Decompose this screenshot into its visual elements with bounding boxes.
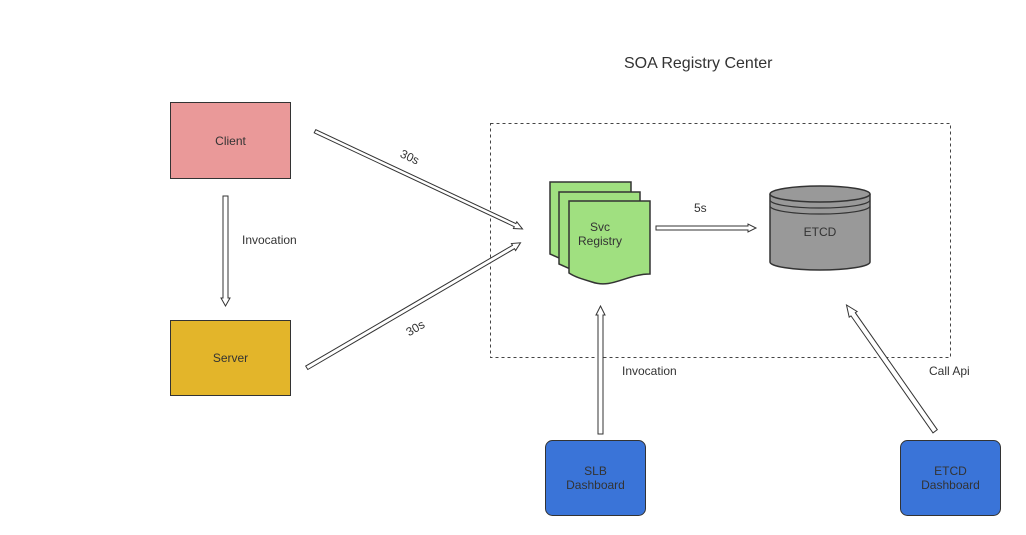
client-label: Client [170,102,291,179]
server-node[interactable] [170,320,291,396]
registry-label-line2: Registry [577,234,622,248]
slb-dashboard-label: SLB Dashboard [545,440,646,516]
arrow-registry-to-etcd [655,223,758,233]
arrow-client-to-server [220,195,231,308]
diagram-title: SOA Registry Center [624,55,773,72]
etcd-label-text: ETCD [803,225,837,239]
registry-label-line1: Svc [589,220,610,234]
edge-label-slb-registry: Invocation [622,364,677,378]
client-node[interactable] [170,102,291,179]
arrow-slb-to-registry [595,304,606,435]
etcd-dashboard-label: ETCD Dashboard [900,440,1001,516]
arrow-server-to-registry [305,242,522,371]
edge-label-etcd-dashboard-etcd: Call Api [929,364,970,378]
arrow-etcd-dashboard-to-etcd [845,303,938,434]
arrow-client-to-registry [313,129,524,230]
slb-dashboard-node[interactable] [545,440,646,516]
registry-label: Svc Registry [560,214,640,254]
registry-center-boundary [490,123,951,358]
slb-dashboard-label-line1: SLB [584,464,607,478]
client-label-text: Client [215,133,246,148]
server-label: Server [170,320,291,396]
slb-dashboard-label-line2: Dashboard [566,478,625,492]
server-label-text: Server [212,351,249,365]
edge-label-registry-etcd: 5s [694,201,707,215]
edge-label-client-server: Invocation [242,233,297,247]
registry-node[interactable] [549,181,651,285]
etcd-label: ETCD [770,222,870,242]
etcd-dashboard-label-line1: ETCD [934,464,967,478]
etcd-dashboard-node[interactable] [900,440,1001,516]
etcd-dashboard-label-line2: Dashboard [921,478,980,492]
etcd-node[interactable] [769,185,871,271]
